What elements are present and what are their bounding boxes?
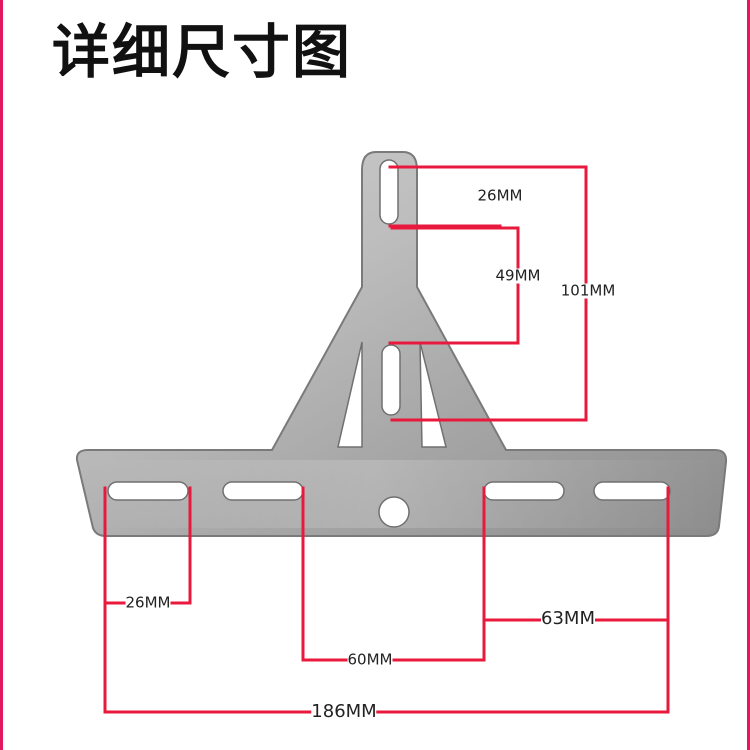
- bottom-slot-1: [107, 481, 189, 501]
- center-hole: [378, 496, 410, 528]
- dim-label-total-width: 186MM: [311, 701, 377, 722]
- dim-label-top-slot: 26MM: [477, 186, 523, 205]
- plate-sheen: [90, 460, 720, 528]
- middle-slot: [381, 344, 401, 416]
- top-slot: [379, 159, 399, 225]
- dim-label-right-spacing: 63MM: [541, 608, 595, 629]
- left-triangle-cutout: [337, 341, 363, 448]
- right-accent-border: [747, 0, 750, 750]
- bottom-slot-2: [222, 481, 304, 501]
- dim-label-side-slot: 26MM: [125, 593, 171, 612]
- left-accent-border: [0, 0, 3, 750]
- dim-label-slot-spacing: 49MM: [495, 266, 541, 285]
- dim-label-vertical-total: 101MM: [560, 281, 616, 300]
- bottom-slot-4: [593, 481, 671, 501]
- dim-label-inner-spacing: 60MM: [347, 650, 393, 669]
- dim-line-total-width: [103, 601, 670, 714]
- page-title: 详细尺寸图: [52, 18, 353, 86]
- dim-line-inner-spacing: [301, 486, 486, 662]
- dim-line-slot-spacing: [388, 226, 520, 345]
- bottom-slot-3: [483, 481, 565, 501]
